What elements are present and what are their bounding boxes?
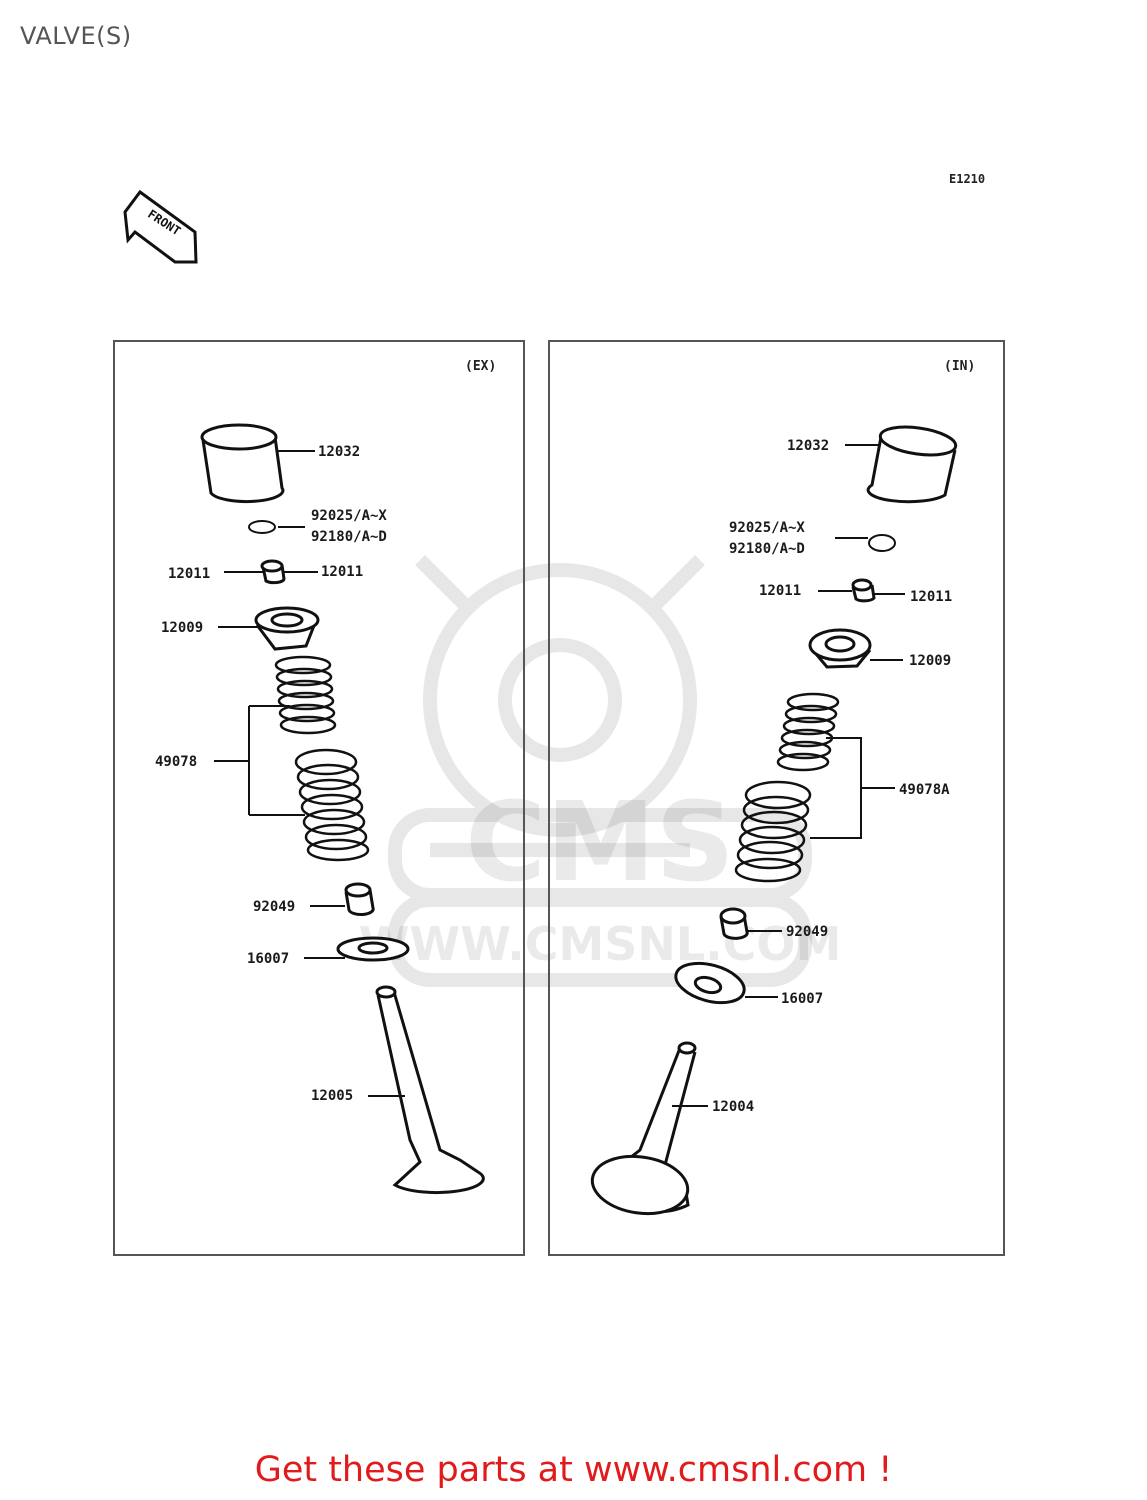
intake-panel-label: (IN) bbox=[944, 359, 976, 374]
ex-part-92180[interactable]: 92180/A~D bbox=[311, 529, 387, 545]
ex-part-92025[interactable]: 92025/A~X bbox=[311, 508, 387, 524]
ex-part-12009[interactable]: 12009 bbox=[161, 620, 204, 636]
ex-part-49078[interactable]: 49078 bbox=[155, 754, 198, 770]
ex-leaders bbox=[214, 450, 405, 1097]
ex-part-12032[interactable]: 12032 bbox=[318, 444, 361, 460]
exhaust-panel-label: (EX) bbox=[465, 359, 497, 374]
in-part-16007[interactable]: 16007 bbox=[781, 991, 824, 1007]
in-valve-drawing bbox=[590, 1041, 697, 1216]
in-part-12009[interactable]: 12009 bbox=[909, 653, 952, 669]
in-leaders bbox=[672, 444, 905, 1107]
in-part-12011-left[interactable]: 12011 bbox=[759, 583, 802, 599]
get-parts-link[interactable]: Get these parts at www.cmsnl.com ! bbox=[254, 1450, 893, 1490]
in-tappet-drawing bbox=[866, 425, 958, 504]
ex-retainer-drawing bbox=[254, 606, 320, 651]
front-arrow-icon: FRONT bbox=[123, 189, 198, 264]
ex-tappet-drawing bbox=[200, 423, 285, 504]
in-retainer-drawing bbox=[808, 628, 872, 669]
page-title: VALVE(S) bbox=[20, 22, 132, 50]
watermark-url: WWW.CMSNL.COM bbox=[359, 917, 842, 971]
ex-seal-drawing bbox=[344, 882, 375, 917]
intake-panel bbox=[548, 340, 1005, 1256]
ex-inner-spring-drawing bbox=[274, 655, 337, 735]
in-seal-drawing bbox=[719, 907, 749, 940]
in-seat-drawing bbox=[674, 961, 746, 1005]
ex-part-12011-right[interactable]: 12011 bbox=[321, 564, 364, 580]
in-part-12032[interactable]: 12032 bbox=[787, 438, 830, 454]
ex-keeper-drawing bbox=[260, 559, 286, 585]
ex-part-12011-left[interactable]: 12011 bbox=[168, 566, 211, 582]
watermark-logo: CMS bbox=[465, 778, 734, 906]
ex-valve-drawing bbox=[375, 985, 485, 1195]
ex-shim-drawing bbox=[248, 520, 276, 534]
ex-outer-spring-drawing bbox=[294, 748, 370, 862]
in-outer-spring-drawing bbox=[734, 780, 812, 883]
in-part-92180[interactable]: 92180/A~D bbox=[729, 541, 805, 557]
ex-part-16007[interactable]: 16007 bbox=[247, 951, 290, 967]
diagram-code: E1210 bbox=[949, 172, 986, 186]
ex-part-12005[interactable]: 12005 bbox=[311, 1088, 354, 1104]
exhaust-panel bbox=[113, 340, 525, 1256]
in-part-12011-right[interactable]: 12011 bbox=[910, 589, 953, 605]
in-keeper-drawing bbox=[851, 578, 876, 603]
in-part-92049[interactable]: 92049 bbox=[786, 924, 829, 940]
in-part-49078A[interactable]: 49078A bbox=[899, 782, 950, 798]
ex-part-92049[interactable]: 92049 bbox=[253, 899, 296, 915]
in-part-12004[interactable]: 12004 bbox=[712, 1099, 755, 1115]
in-part-92025[interactable]: 92025/A~X bbox=[729, 520, 805, 536]
in-shim-drawing bbox=[868, 534, 896, 552]
ex-seat-drawing bbox=[336, 936, 410, 962]
